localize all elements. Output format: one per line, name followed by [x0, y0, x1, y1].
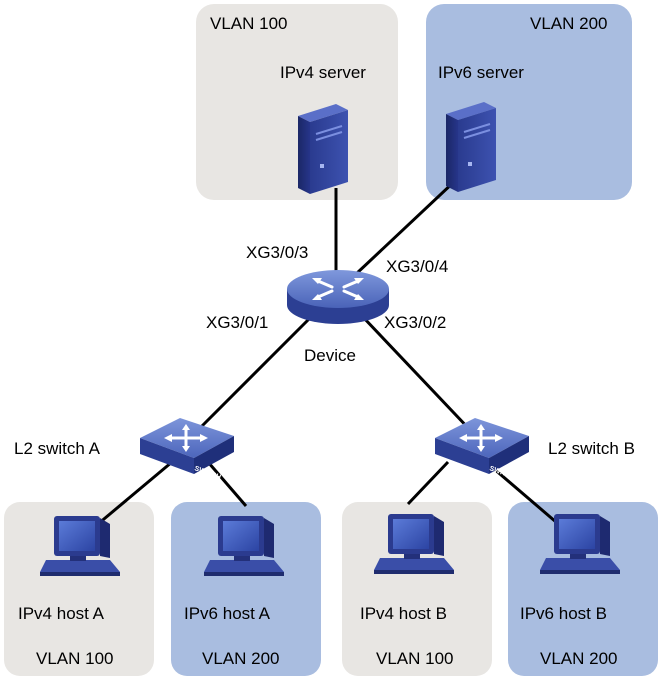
vlan100-host-a-label: VLAN 100	[36, 649, 114, 668]
ipv4-host-b-zone	[342, 502, 492, 676]
port-xg304-label: XG3/0/4	[386, 257, 448, 276]
switch-a-badge: SWITCH	[193, 465, 221, 481]
port-xg301-label: XG3/0/1	[206, 313, 268, 332]
link-switch-a-host1	[97, 460, 173, 526]
server-icon	[297, 103, 349, 195]
link-device-switch-b	[360, 314, 474, 434]
vlan200-host-b-label: VLAN 200	[540, 649, 618, 668]
ipv6-host-a-zone	[171, 502, 321, 676]
ipv4-host-a-label: IPv4 host A	[18, 604, 105, 623]
ipv6-host-b-zone	[508, 502, 658, 676]
link-switch-b-host2	[485, 460, 557, 524]
ipv4-host-b-label: IPv4 host B	[360, 604, 447, 623]
ipv4-host-a-zone	[4, 502, 154, 676]
vlan100-top-label: VLAN 100	[210, 14, 288, 33]
switch-icon	[138, 416, 236, 476]
link-switch-a-host2	[206, 461, 248, 507]
switch-b-label: L2 switch B	[548, 439, 635, 458]
vlan200-top-label: VLAN 200	[530, 14, 608, 33]
vlan100-host-b-label: VLAN 100	[376, 649, 454, 668]
server-icon	[445, 101, 497, 193]
switch-a-label: L2 switch A	[14, 439, 101, 458]
ipv6-server-label: IPv6 server	[438, 63, 524, 82]
switch-icon	[433, 416, 531, 476]
ipv6-host-a-label: IPv6 host A	[184, 604, 271, 623]
device-label: Device	[304, 346, 356, 365]
ipv4-server-label: IPv4 server	[280, 63, 366, 82]
port-xg303-label: XG3/0/3	[246, 243, 308, 262]
network-links	[97, 178, 557, 526]
switch-b-badge: SWITCH	[488, 465, 516, 481]
port-xg302-label: XG3/0/2	[384, 313, 446, 332]
vlan200-host-a-label: VLAN 200	[202, 649, 280, 668]
link-switch-b-host1	[406, 460, 450, 506]
link-server6-device	[354, 178, 458, 276]
link-device-switch-a	[194, 314, 314, 434]
ipv6-host-b-label: IPv6 host B	[520, 604, 607, 623]
vlan100-server-zone	[196, 4, 398, 200]
router-icon	[287, 270, 389, 324]
